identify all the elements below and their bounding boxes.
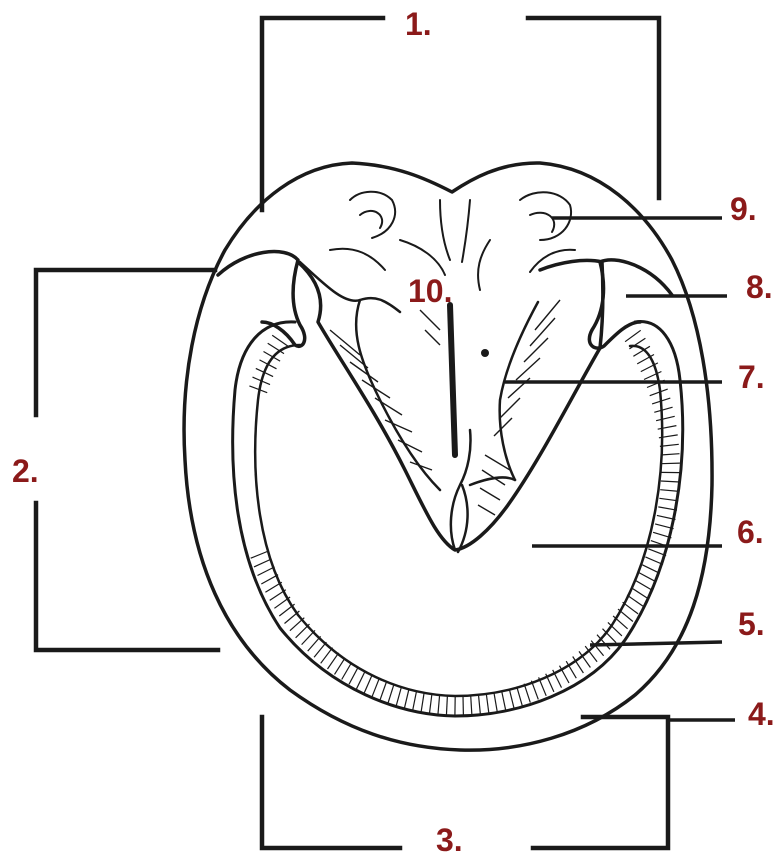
hatch-stroke: [661, 454, 680, 455]
label-4: 4.: [748, 696, 775, 732]
hatch-stroke: [404, 689, 409, 708]
hatch-stroke: [539, 677, 547, 695]
hatch-stroke: [517, 686, 523, 705]
hatch-stroke: [635, 580, 652, 590]
feather-stroke: [375, 398, 402, 415]
hatch-stroke: [502, 691, 506, 711]
label-1: 1.: [405, 6, 432, 42]
hatch-stroke: [396, 687, 401, 706]
feather-stroke: [530, 318, 555, 346]
hatch-stroke: [388, 684, 394, 703]
hatch-stroke: [372, 678, 379, 697]
hatch-stroke: [357, 671, 366, 689]
hatch-stroke: [251, 551, 269, 558]
frog-right-apex: [470, 478, 515, 485]
hatch-stroke: [429, 694, 432, 714]
hatch-stroke: [509, 689, 514, 708]
hatch-stroke: [642, 565, 659, 573]
hatch-stroke: [486, 694, 489, 714]
hatch-stroke: [335, 658, 346, 675]
hatch-stroke: [254, 559, 271, 567]
hatch-stroke: [479, 695, 481, 715]
hatch-stroke: [364, 675, 372, 693]
hatch-stroke: [618, 609, 633, 621]
bracket-bottom: [262, 717, 668, 848]
hatch-stroke: [279, 604, 294, 616]
hatch-stroke: [349, 667, 358, 684]
hatch-stroke: [650, 389, 668, 396]
hatch-stroke: [659, 498, 678, 501]
feather-stroke: [494, 418, 512, 436]
label-2: 2.: [12, 453, 39, 489]
white-line-hatching: [249, 330, 680, 716]
hatch-stroke: [260, 360, 277, 369]
feather-stroke: [385, 420, 412, 432]
hatch-stroke: [494, 692, 497, 712]
hatch-stroke: [625, 330, 641, 341]
feather-stroke: [362, 380, 390, 398]
hatch-stroke: [314, 642, 326, 657]
label-8: 8.: [746, 269, 773, 305]
hatch-stroke: [328, 653, 339, 669]
label-3: 3.: [436, 822, 463, 858]
hatch-stroke: [658, 426, 677, 430]
leader-5: [590, 642, 722, 645]
hatch-stroke: [446, 696, 447, 716]
feather-stroke: [516, 358, 540, 380]
hatch-stroke: [272, 335, 288, 346]
hatch-stroke: [438, 695, 440, 715]
frog-apex: [458, 485, 468, 552]
hatch-stroke: [613, 616, 628, 629]
hatch-stroke: [531, 681, 538, 700]
bracket-left: [36, 270, 218, 650]
hatch-stroke: [623, 602, 639, 614]
feather-stroke: [420, 310, 440, 330]
hatch-stroke: [661, 463, 680, 464]
hatch-stroke: [413, 691, 417, 711]
frog-feather-hatching: [330, 300, 560, 515]
label-6: 6.: [737, 514, 764, 550]
hatch-stroke: [261, 575, 278, 584]
hatch-stroke: [656, 416, 675, 420]
hatch-stroke: [660, 490, 679, 492]
central-frog-stripe: [450, 305, 455, 455]
hatch-stroke: [274, 597, 290, 608]
frog-right-edge: [500, 302, 538, 480]
frog-left-edge: [356, 300, 440, 490]
frog-point-dot: [481, 349, 489, 357]
label-7: 7.: [738, 359, 765, 395]
hatch-stroke: [471, 696, 472, 716]
label-5: 5.: [738, 606, 765, 642]
hatch-stroke: [265, 582, 281, 592]
hatch-stroke: [290, 618, 304, 631]
hatch-stroke: [654, 407, 672, 412]
hatch-stroke: [296, 624, 310, 638]
hatch-stroke: [627, 595, 643, 606]
hatch-stroke: [639, 573, 656, 582]
hatch-stroke: [631, 588, 647, 599]
label-9: 9.: [730, 191, 757, 227]
hatch-stroke: [270, 590, 286, 601]
hatch-stroke: [645, 557, 663, 565]
feather-stroke: [425, 330, 440, 345]
hatch-stroke: [380, 682, 387, 701]
hatch-stroke: [321, 648, 333, 664]
feather-stroke: [398, 440, 422, 452]
feather-stroke: [500, 398, 520, 418]
hatch-stroke: [342, 663, 352, 680]
hatch-stroke: [648, 549, 666, 556]
hatch-stroke: [421, 693, 424, 713]
label-10: 10.: [408, 273, 452, 309]
hatch-stroke: [285, 611, 300, 624]
hatch-stroke: [258, 567, 275, 576]
feather-stroke: [524, 338, 548, 362]
hatch-stroke: [661, 481, 680, 482]
heel-bulb-markings: [330, 192, 575, 290]
hatch-stroke: [302, 630, 315, 644]
feather-stroke: [478, 505, 495, 515]
hatch-stroke: [308, 636, 321, 651]
feather-stroke: [480, 488, 500, 500]
hatch-stroke: [524, 684, 530, 703]
